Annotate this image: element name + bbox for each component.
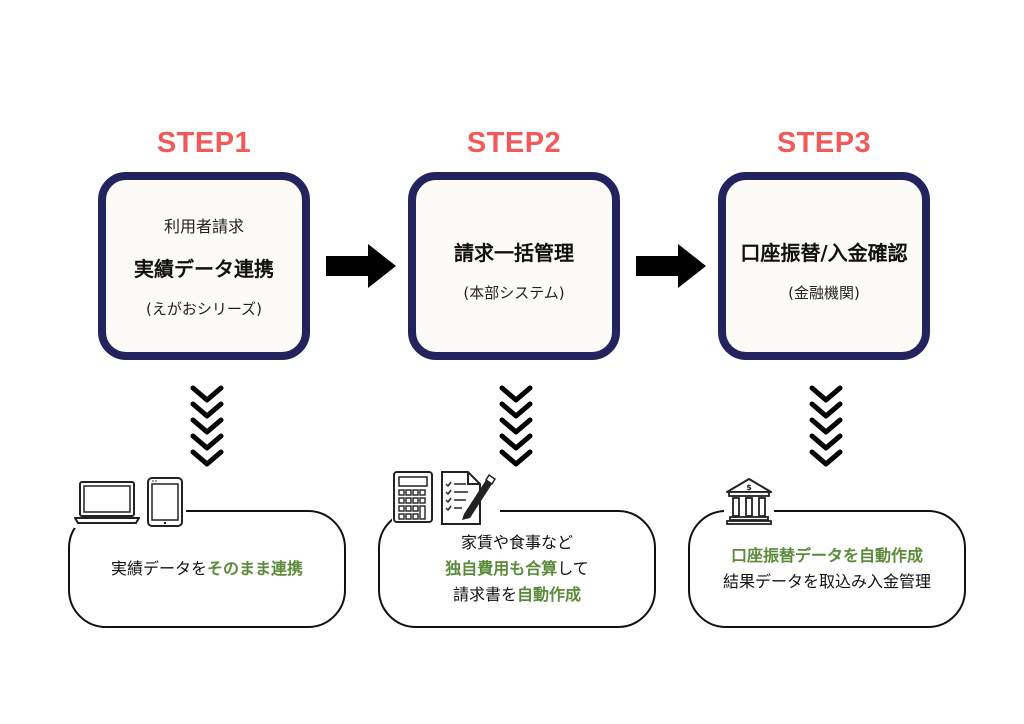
detail-text: 結果データを取込み入金管理 bbox=[722, 572, 931, 591]
right-arrow-icon bbox=[636, 244, 706, 288]
calculator-icon bbox=[393, 471, 433, 523]
down-chevrons-icon bbox=[190, 385, 224, 467]
step3-note: (金融機関) bbox=[788, 284, 860, 302]
step3-title: 口座振替/入金確認 bbox=[740, 241, 908, 265]
detail-line: 実績データをそのまま連携 bbox=[111, 556, 303, 582]
step3-icons: $ bbox=[724, 476, 774, 526]
step3-detail-bubble: 口座振替データを自動作成 結果データを取込み入金管理 bbox=[688, 510, 966, 628]
step1-title: 実績データ連携 bbox=[134, 257, 274, 281]
detail-text: して bbox=[557, 559, 589, 578]
svg-text:$: $ bbox=[746, 483, 752, 492]
detail-line: 口座振替データを自動作成 bbox=[731, 543, 923, 569]
step2-icons bbox=[392, 470, 500, 526]
detail-line: 請求書を自動作成 bbox=[453, 582, 581, 608]
detail-text: 家賃や食事など bbox=[460, 533, 573, 552]
down-chevrons-icon bbox=[499, 385, 533, 467]
step1-box: 利用者請求 実績データ連携 (えがおシリーズ) bbox=[98, 172, 310, 360]
step1-label: STEP1 bbox=[156, 127, 252, 159]
detail-highlight: 口座振替データを自動作成 bbox=[730, 546, 923, 565]
down-chevrons-icon bbox=[809, 385, 843, 467]
step3-box: 口座振替/入金確認 (金融機関) bbox=[718, 172, 930, 360]
step2-note: (本部システム) bbox=[463, 284, 565, 302]
detail-line: 家賃や食事など bbox=[461, 530, 573, 556]
detail-text: 実績データを bbox=[110, 559, 207, 578]
detail-text: 請求書を bbox=[452, 585, 517, 604]
step2-box: 請求一括管理 (本部システム) bbox=[408, 172, 620, 360]
detail-line: 独自費用も合算して bbox=[445, 556, 589, 582]
step1-pre-title: 利用者請求 bbox=[163, 217, 244, 236]
right-arrow-icon bbox=[326, 244, 396, 288]
step2-title: 請求一括管理 bbox=[454, 241, 574, 265]
step2-label: STEP2 bbox=[466, 127, 562, 159]
detail-highlight: 独自費用も合算 bbox=[445, 559, 558, 578]
bank-icon: $ bbox=[726, 478, 772, 525]
step1-detail-bubble: 実績データをそのまま連携 bbox=[68, 510, 346, 628]
detail-highlight: 自動作成 bbox=[517, 585, 582, 604]
step2-detail-bubble: 家賃や食事など 独自費用も合算して 請求書を自動作成 bbox=[378, 510, 656, 628]
detail-line: 結果データを取込み入金管理 bbox=[723, 569, 931, 595]
step3-label: STEP3 bbox=[776, 127, 872, 159]
laptop-icon bbox=[74, 481, 140, 524]
step1-note: (えがおシリーズ) bbox=[146, 300, 262, 318]
detail-highlight: そのまま連携 bbox=[207, 559, 304, 578]
step1-icons bbox=[74, 476, 186, 528]
checklist-pen-icon bbox=[441, 471, 496, 525]
tablet-icon bbox=[147, 477, 183, 527]
